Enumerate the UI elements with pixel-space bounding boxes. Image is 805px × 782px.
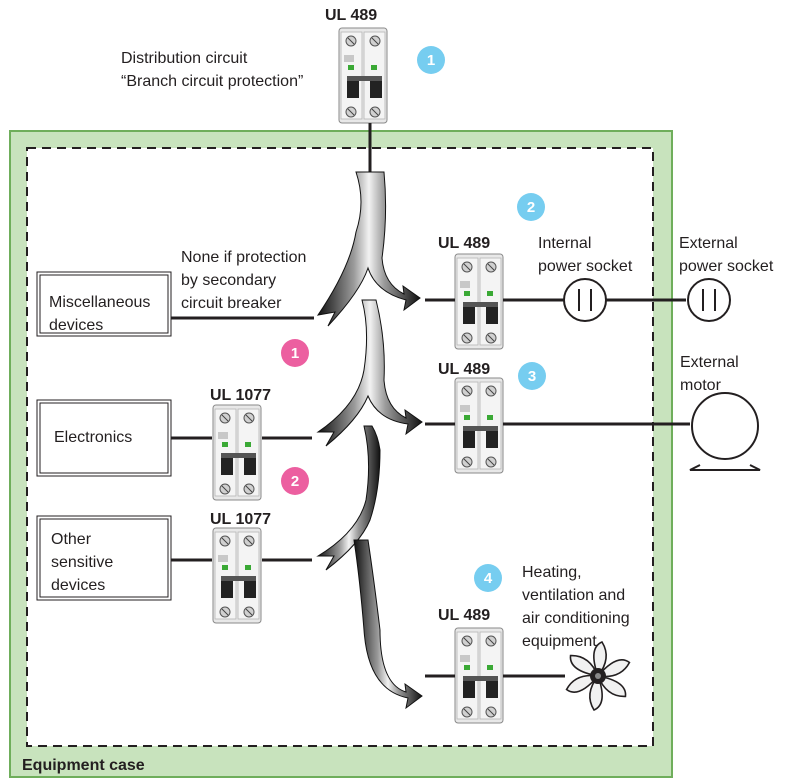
motor-circuit-breaker (454, 377, 504, 474)
internal-socket-icon (563, 278, 607, 322)
branch-protection-label: “Branch circuit protection” (121, 73, 303, 90)
external-motor-label-1: External (680, 354, 739, 371)
motor-breaker-label: UL 489 (438, 361, 490, 378)
other-devices-label-2: sensitive (51, 554, 113, 571)
svg-text:1: 1 (291, 345, 299, 362)
socket-circuit-breaker (454, 253, 504, 350)
badge-pink-1: 1 (281, 339, 309, 367)
none-protection-label-2: by secondary (181, 272, 276, 289)
external-socket-label-1: External (679, 235, 738, 252)
hvac-label-1: Heating, (522, 564, 582, 581)
other-breaker-label: UL 1077 (210, 511, 271, 528)
external-motor-label-2: motor (680, 377, 722, 394)
electronics-box: Electronics (36, 399, 172, 477)
hvac-label-4: equipment (522, 633, 597, 650)
badge-blue-1: 1 (417, 46, 445, 74)
other-devices-box: Other sensitive devices (36, 515, 172, 601)
other-circuit-breaker (212, 527, 262, 624)
hvac-label-3: air conditioning (522, 610, 630, 627)
hvac-label-2: ventilation and (522, 587, 625, 604)
top-breaker-label: UL 489 (325, 7, 377, 24)
none-protection-label-1: None if protection (181, 249, 306, 266)
other-devices-label-1: Other (51, 531, 92, 548)
misc-devices-label-2: devices (49, 317, 103, 334)
top-circuit-breaker (338, 27, 388, 124)
external-socket-icon (687, 278, 731, 322)
electronics-label: Electronics (54, 429, 132, 446)
hvac-circuit-breaker (454, 627, 504, 724)
equipment-case-label: Equipment case (22, 757, 145, 774)
svg-text:3: 3 (528, 368, 536, 385)
badge-blue-2: 2 (517, 193, 545, 221)
electronics-circuit-breaker (212, 404, 262, 501)
badge-pink-2: 2 (281, 467, 309, 495)
svg-text:1: 1 (427, 52, 435, 69)
external-socket-label-2: power socket (679, 258, 774, 275)
socket-breaker-label: UL 489 (438, 235, 490, 252)
svg-text:2: 2 (527, 199, 535, 216)
misc-devices-box: Miscellaneous devices (36, 271, 172, 337)
motor-icon (689, 392, 761, 471)
distribution-circuit-label: Distribution circuit (121, 50, 248, 67)
none-protection-label-3: circuit breaker (181, 295, 282, 312)
badge-blue-4: 4 (474, 564, 502, 592)
other-devices-label-3: devices (51, 577, 105, 594)
internal-socket-label-1: Internal (538, 235, 591, 252)
hvac-breaker-label: UL 489 (438, 607, 490, 624)
internal-socket-label-2: power socket (538, 258, 633, 275)
svg-text:4: 4 (484, 570, 493, 587)
fan-icon (565, 640, 631, 712)
svg-text:2: 2 (291, 473, 299, 490)
electronics-breaker-label: UL 1077 (210, 387, 271, 404)
misc-devices-label-1: Miscellaneous (49, 294, 150, 311)
badge-blue-3: 3 (518, 362, 546, 390)
power-flow-arrows (316, 171, 423, 710)
